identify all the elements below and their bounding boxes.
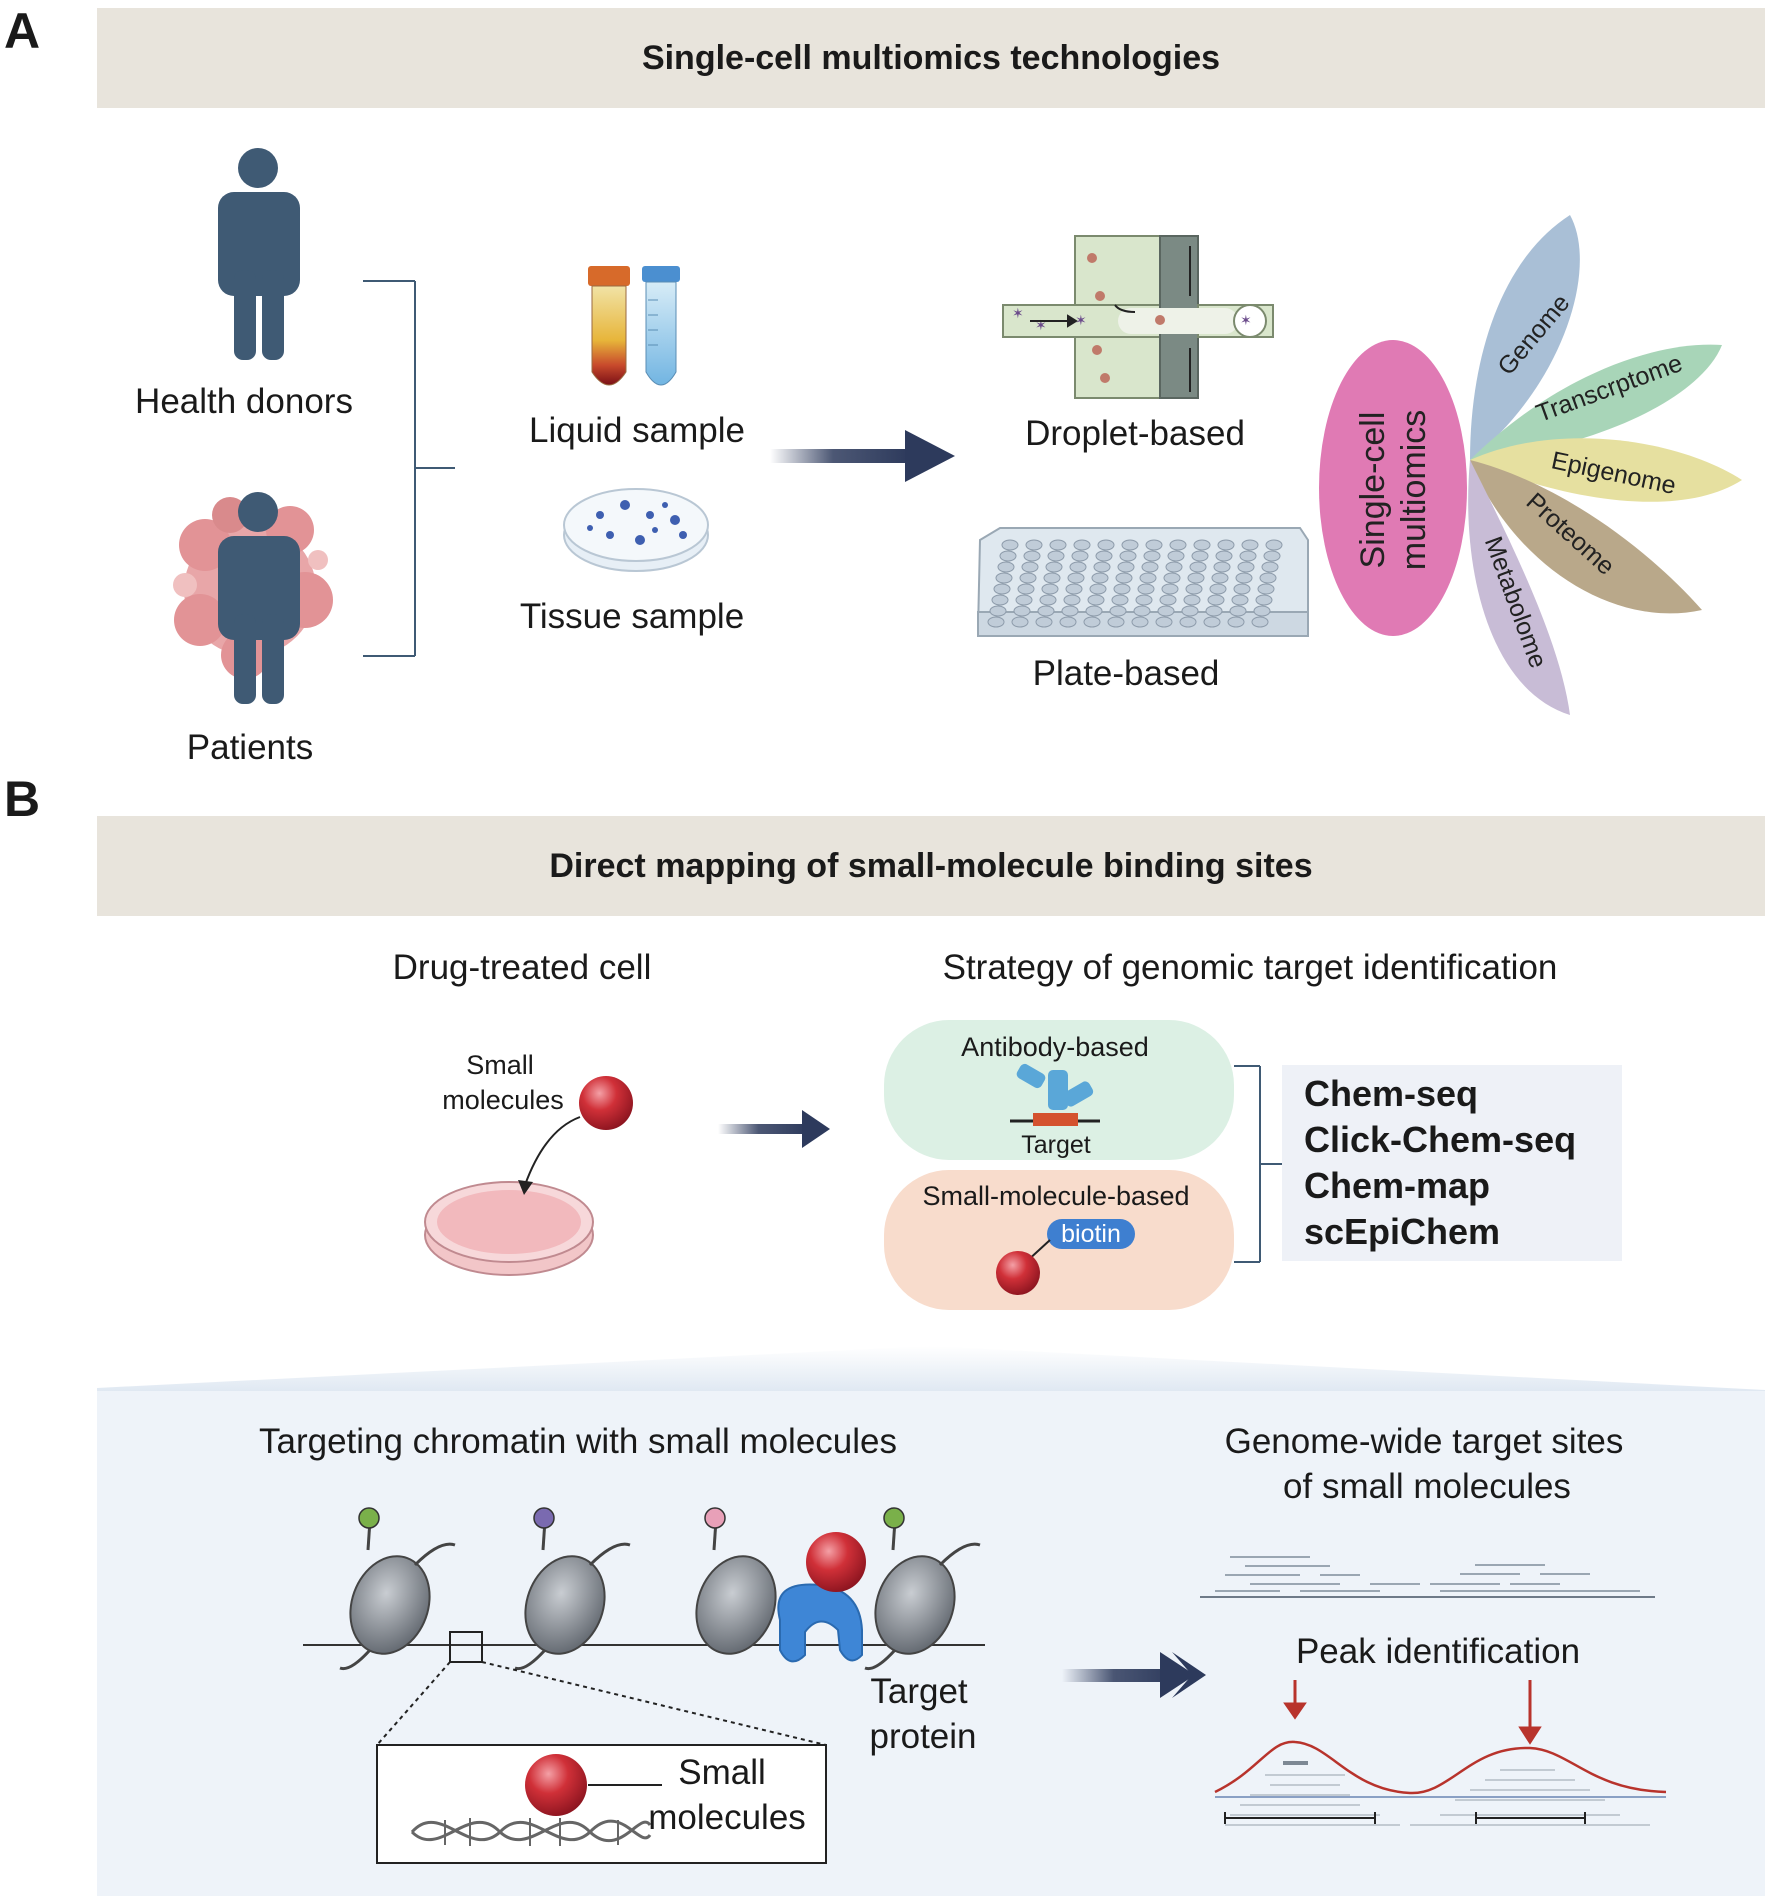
svg-text:✶: ✶ [1240,312,1252,328]
chromatin-title: Targeting chromatin with small molecules [258,1422,898,1461]
antibody-based-label: Antibody-based [961,1032,1149,1062]
svg-text:✶: ✶ [1075,312,1087,328]
small-molecules-label-2: molecules [442,1085,564,1115]
patient-icon [218,492,300,704]
inset-box [376,1744,827,1864]
bracket [1234,1065,1282,1263]
petal-epigenome [1470,438,1742,502]
flower-center-label-2: multiomics [1395,410,1433,571]
well-plate-icon [976,527,1309,637]
target-label: Target [1021,1131,1091,1159]
genome-wide-title-1: Genome-wide target sites [1224,1422,1624,1461]
biotin-label: biotin [1061,1220,1121,1248]
nucleosome-icon [864,1507,981,1671]
panel-a-letter: A [4,3,41,59]
inset-small-label-2: molecules [648,1798,806,1837]
flower-center [1319,340,1467,636]
liquid-sample-tubes-icon [588,266,680,386]
biotin-tag [1047,1219,1135,1249]
dna-helix-icon [410,1818,652,1846]
sequencing-reads [1200,1556,1655,1598]
small-molecule-ball [996,1251,1040,1295]
peak-plot [1214,1680,1667,1826]
arrow-right-icon [770,430,955,482]
methods-box: Chem-seq Click-Chem-seq Chem-map scEpiCh… [1282,1065,1622,1261]
health-donor-icon [218,148,300,360]
small-molecules-label-1: Small [466,1050,534,1080]
droplet-based-label: Droplet-based [1025,414,1245,453]
target-protein-icon [777,1532,866,1663]
method-click-chem-seq: Click-Chem-seq [1304,1119,1577,1160]
health-donors-label: Health donors [135,382,353,421]
nucleosome-icon [695,1507,777,1655]
method-chem-map: Chem-map [1304,1165,1491,1206]
culture-dish-icon [424,1181,594,1276]
liquid-sample-label: Liquid sample [529,411,745,450]
nucleosome-icon [339,1507,456,1671]
arrow-right-icon [1062,1652,1206,1698]
curved-arrow [524,1116,581,1186]
patients-label: Patients [186,728,314,767]
strategy-title: Strategy of genomic target identificatio… [942,948,1558,987]
small-molecule-ball [579,1076,633,1130]
bracket [363,280,455,657]
multiomics-flower [1319,215,1742,715]
plate-wells [987,539,1283,628]
nucleosome-icon [514,1507,631,1671]
panel-b-title: Direct mapping of small-molecule binding… [97,816,1765,916]
panel-b-letter: B [4,771,41,827]
small-molecule-ball [525,1754,587,1816]
flower-center-label-1: Single-cell [1354,412,1392,569]
petal-genome [1470,215,1580,460]
drug-treated-cell-label: Drug-treated cell [392,948,652,987]
petal-metabolome [1468,460,1570,715]
panel-a-title: Single-cell multiomics technologies [97,8,1765,108]
antibody-icon [1010,1063,1100,1126]
petri-dish-icon [563,488,709,572]
svg-text:✶: ✶ [1035,317,1047,333]
genome-wide-title-2: of small molecules [1283,1467,1571,1506]
peak-identification-label: Peak identification [1295,1632,1581,1671]
petal-transcriptome [1470,344,1722,460]
small-molecule-ball [806,1532,866,1592]
droplet-chip-icon: ✶ ✶ ✶ ✶ [1002,235,1274,399]
zoom-box [449,1631,483,1663]
method-scepichem: scEpiChem [1304,1211,1501,1252]
svg-text:✶: ✶ [1012,305,1024,321]
method-chem-seq: Chem-seq [1304,1073,1479,1114]
target-protein-label-1: Target [870,1672,968,1711]
small-molecule-based-label: Small-molecule-based [922,1181,1190,1211]
petal-proteome [1470,460,1702,614]
target-protein-label-2: protein [869,1717,977,1756]
plate-based-label: Plate-based [1032,654,1220,693]
tissue-sample-label: Tissue sample [519,597,745,636]
inset-small-label-1: Small [678,1753,766,1792]
arrow-right-icon [718,1110,830,1148]
